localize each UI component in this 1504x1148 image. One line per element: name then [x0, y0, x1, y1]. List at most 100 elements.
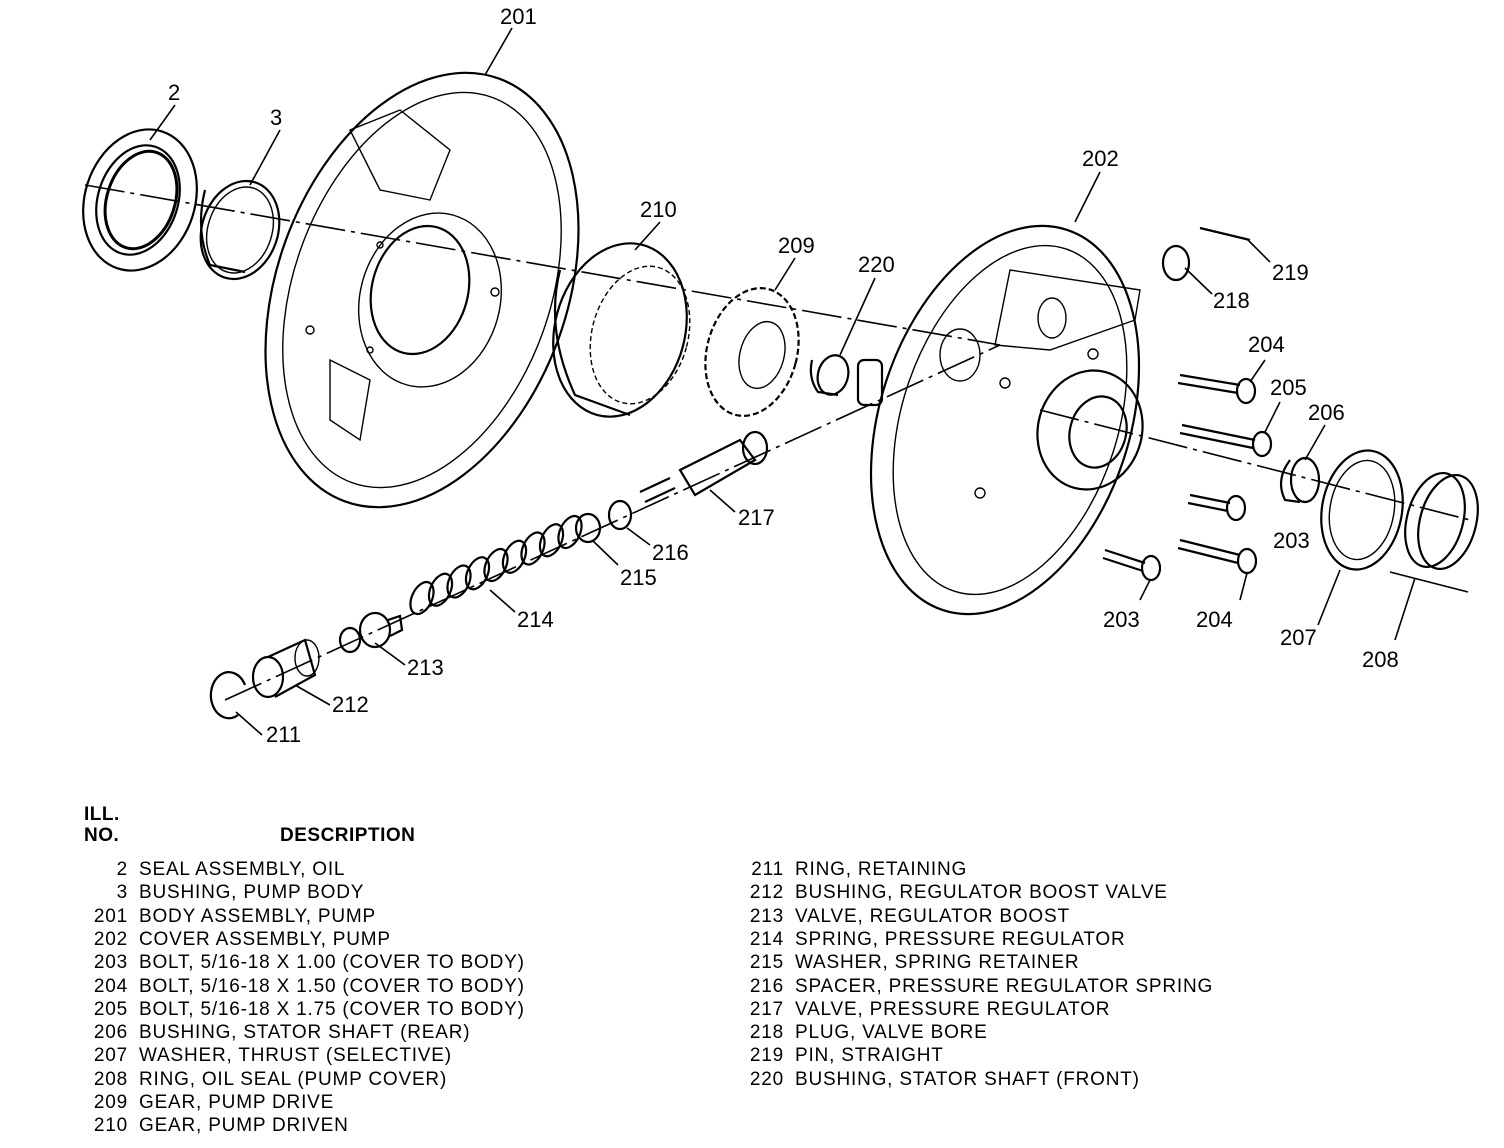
- callout-207: 207: [1280, 625, 1317, 650]
- legend-ill-no: 215: [749, 952, 784, 974]
- leader-213: [374, 642, 406, 666]
- callout-215: 215: [620, 565, 657, 590]
- leader-215: [591, 539, 619, 566]
- leader-2: [149, 104, 176, 141]
- callout-3: 3: [270, 105, 282, 130]
- part-3-pump-body-bushing: [199, 179, 281, 281]
- leader-203a: [1139, 579, 1151, 601]
- callout-210: 210: [640, 197, 677, 222]
- part-217-pressure-regulator-valve: [639, 430, 769, 503]
- callout-205: 205: [1270, 375, 1307, 400]
- spring-coil: [446, 564, 472, 599]
- part-203-bolt-middle: [1187, 493, 1247, 522]
- legend-description: SEAL ASSEMBLY, OIL: [139, 859, 346, 880]
- part-219-straight-pin: [1199, 226, 1251, 242]
- spring-coil: [483, 547, 509, 583]
- legend-ill-no: 210: [93, 1115, 128, 1137]
- legend-description: COVER ASSEMBLY, PUMP: [139, 928, 391, 950]
- callout-211: 211: [266, 722, 301, 747]
- legend-row: 203 BOLT, 5/16-18 X 1.00 (COVER TO BODY): [84, 952, 525, 974]
- legend-ill-no: 2: [116, 859, 128, 880]
- callout-204b: 204: [1196, 607, 1233, 632]
- leader-204a: [1249, 359, 1266, 383]
- leader-218: [1184, 267, 1213, 295]
- spring-coil: [557, 514, 583, 550]
- part-203-bolt-lower: [1102, 548, 1162, 582]
- legend-ill-no: 211: [751, 859, 784, 880]
- leader-214: [489, 589, 516, 613]
- legend-ill-no: 206: [93, 1022, 128, 1044]
- callout-201: 201: [500, 4, 537, 29]
- part-215-spring-retainer-washer: [574, 512, 602, 544]
- legend-description: BOLT, 5/16-18 X 1.75 (COVER TO BODY): [139, 998, 525, 1020]
- legend-description: PIN, STRAIGHT: [795, 1045, 944, 1067]
- callout-203a: 203: [1103, 607, 1140, 632]
- leader-201: [484, 27, 513, 76]
- legend-ill-no: 207: [93, 1045, 128, 1067]
- part-207-thrust-washer: [1320, 449, 1404, 571]
- legend-description: BOLT, 5/16-18 X 1.00 (COVER TO BODY): [139, 952, 525, 974]
- part-204-bolt-lower: [1177, 538, 1258, 575]
- spring-coil: [501, 539, 528, 574]
- part-210-pump-driven-gear: [552, 242, 691, 418]
- legend-ill-no: 203: [93, 952, 128, 974]
- legend-row: 3 BUSHING, PUMP BODY: [84, 882, 364, 904]
- legend-ill-no: 212: [749, 882, 784, 904]
- legend-row: 211 RING, RETAINING: [740, 859, 967, 881]
- legend-row: 202 COVER ASSEMBLY, PUMP: [84, 929, 391, 951]
- legend-row: 2 SEAL ASSEMBLY, OIL: [84, 859, 345, 881]
- legend-ill-no: 208: [93, 1068, 128, 1090]
- legend-description: GEAR, PUMP DRIVEN: [139, 1115, 349, 1137]
- legend-ill-no: 219: [749, 1045, 784, 1067]
- part-218-valve-bore-plug: [1161, 244, 1191, 282]
- legend-row: 219 PIN, STRAIGHT: [740, 1045, 944, 1067]
- legend-description: WASHER, THRUST (SELECTIVE): [139, 1045, 452, 1067]
- part-206-rear-stator-bushing: [1279, 456, 1321, 504]
- spring-coil: [409, 580, 435, 616]
- main-axis-line: [84, 184, 1001, 346]
- legend-description: BODY ASSEMBLY, PUMP: [139, 905, 376, 927]
- legend-description: RING, RETAINING: [795, 859, 968, 880]
- leader-202: [1074, 171, 1101, 223]
- callout-216: 216: [652, 540, 689, 565]
- cover-axis-line: [1039, 409, 1471, 521]
- leader-3: [249, 129, 281, 186]
- leader-219: [1247, 239, 1271, 263]
- leader-205: [1264, 401, 1281, 433]
- part-213-regulator-boost-valve: [338, 611, 404, 654]
- callout-204a: 204: [1248, 332, 1285, 357]
- legend-ill-no: 220: [749, 1068, 784, 1090]
- legend-ill-no: 202: [93, 928, 128, 950]
- legend-description: BUSHING, PUMP BODY: [139, 882, 365, 904]
- callout-206: 206: [1308, 400, 1345, 425]
- part-216-spring-spacer: [607, 499, 633, 531]
- part-202-pump-cover: [856, 224, 1144, 616]
- spring-coil: [520, 531, 546, 566]
- leader-212: [294, 684, 331, 706]
- part-214-pressure-regulator-spring: [409, 514, 583, 616]
- callout-209: 209: [778, 233, 815, 258]
- legend-header-no: NO.: [84, 825, 120, 846]
- leader-220: [839, 277, 876, 356]
- exploded-view-diagram: 2 3 201 210 209 220: [82, 4, 1479, 747]
- leader-208: [1394, 577, 1416, 641]
- legend-description: VALVE, REGULATOR BOOST: [795, 905, 1070, 927]
- part-209-pump-drive-gear: [704, 287, 800, 417]
- callout-2: 2: [168, 80, 180, 105]
- part-212-regulator-boost-valve-bushing: [251, 638, 320, 699]
- legend-header-description: DESCRIPTION: [280, 825, 416, 846]
- legend-ill-no: 3: [116, 882, 128, 904]
- spring-coil: [464, 556, 491, 591]
- callout-212: 212: [332, 692, 369, 717]
- legend-ill-no: 216: [749, 975, 784, 997]
